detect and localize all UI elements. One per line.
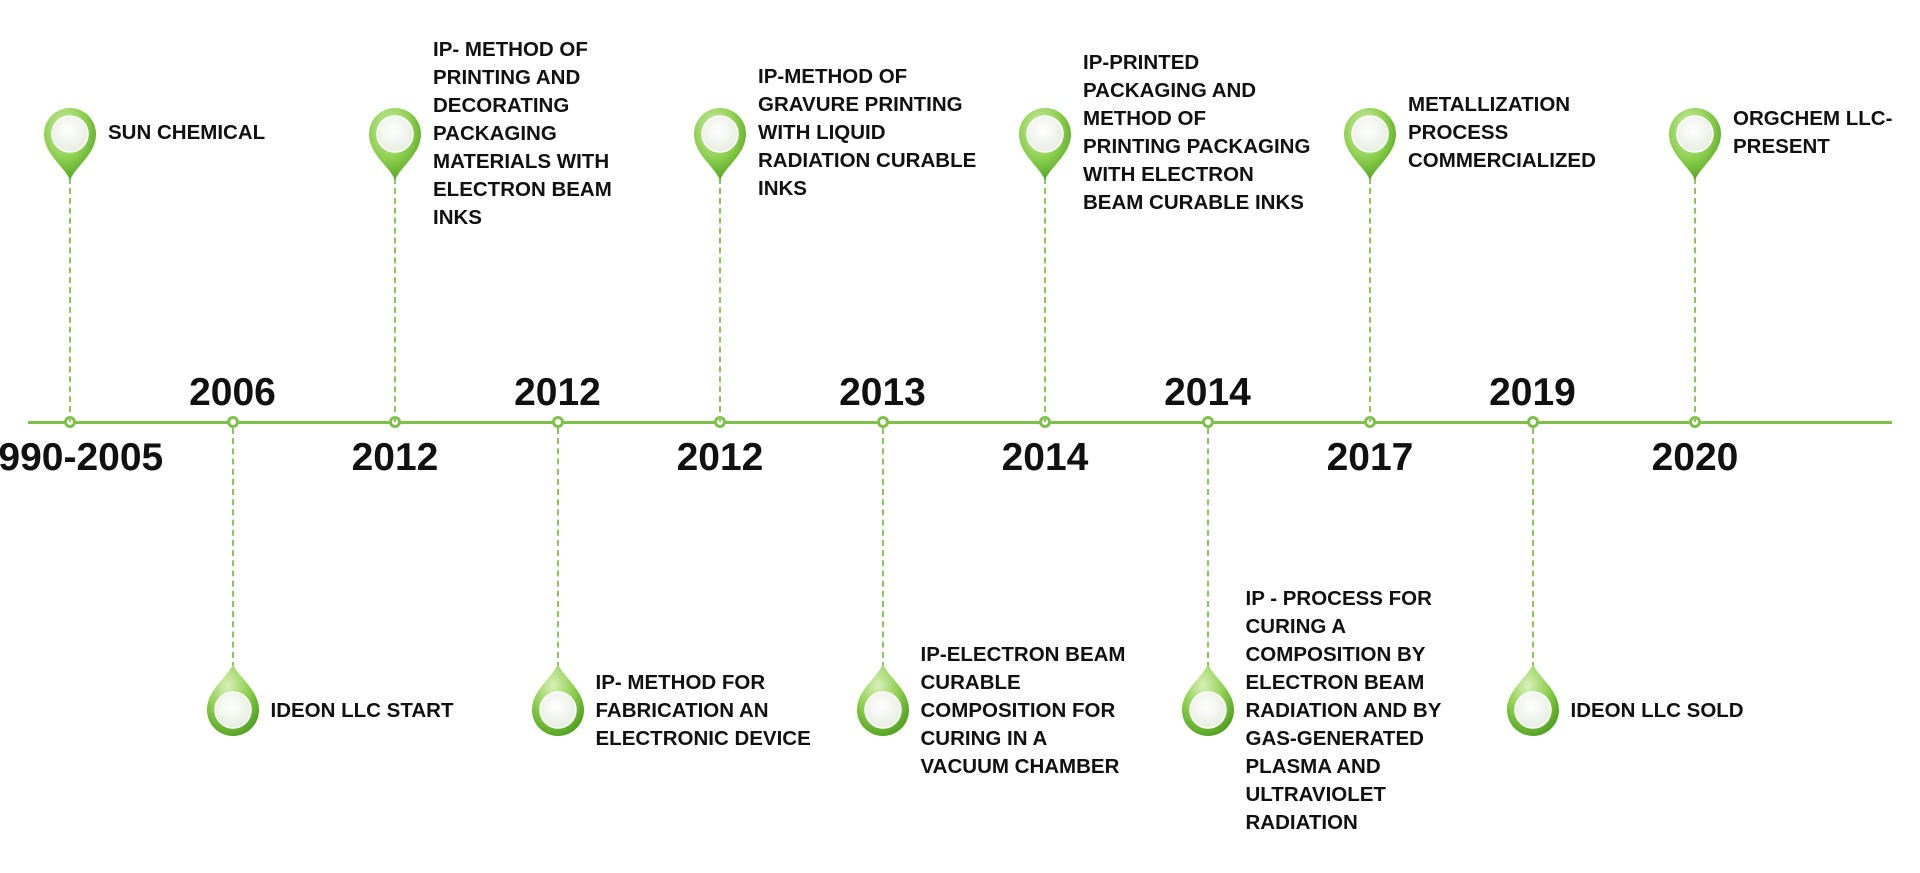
year-label: 2012: [351, 436, 439, 479]
event-label-line: PACKAGING: [433, 122, 557, 145]
event-label-line: ULTRAVIOLET: [1245, 783, 1386, 806]
year-label: 2013: [839, 371, 926, 414]
event-label-line: INKS: [433, 206, 482, 229]
event-label-line: ELECTRON BEAM: [433, 178, 612, 201]
event-label-line: MATERIALS WITH: [433, 150, 610, 173]
event-label-line: INKS: [758, 177, 807, 200]
year-label: 2014: [1001, 436, 1089, 479]
map-pin-icon: [203, 662, 263, 742]
connector-line: [556, 428, 559, 668]
event-label-line: PRINTING AND: [433, 66, 581, 89]
year-label: 1990-2005: [0, 436, 164, 479]
event-label-line: RADIATION: [1245, 811, 1358, 834]
event-label-line: METHOD OF: [1083, 107, 1206, 130]
event-label-line: SUN CHEMICAL: [108, 121, 266, 144]
map-pin-icon: [365, 102, 425, 182]
event-label-line: RADIATION AND BY: [1245, 699, 1442, 722]
map-pin-icon: [40, 102, 100, 182]
event-label: IP-ELECTRON BEAM CURABLE COMPOSITION FOR CU…: [921, 641, 1166, 781]
map-pin-icon: [1178, 662, 1238, 742]
connector-line: [69, 178, 71, 422]
year-label: 2020: [1651, 436, 1739, 479]
event-label-line: ORGCHEM LLC-: [1733, 107, 1893, 130]
event-label-line: PRESENT: [1733, 135, 1830, 158]
event-label-line: PRINTING PACKAGING: [1083, 135, 1311, 158]
connector-line: [1044, 178, 1046, 422]
event-label-line: ELECTRONIC DEVICE: [595, 727, 811, 750]
event-label: IP- METHOD FOR FABRICATION AN ELECTRONIC D…: [596, 669, 841, 753]
connector-line: [1206, 428, 1209, 668]
event-label-line: VACUUM CHAMBER: [920, 755, 1120, 778]
event-label-line: PROCESS: [1408, 121, 1509, 144]
event-label: IP - PROCESS FOR CURING A COMPOSITION BY EL…: [1246, 585, 1491, 837]
event-label: METALLIZATION PROCESS COMMERCIALIZED: [1408, 91, 1653, 175]
timeline-node: [1526, 416, 1539, 428]
event-label-line: IP-PRINTED: [1083, 51, 1200, 74]
event-label-line: METALLIZATION: [1408, 93, 1571, 116]
event-label-line: RADIATION CURABLE: [758, 149, 977, 172]
event-label-line: ELECTRON BEAM: [1245, 671, 1425, 694]
event-label-line: IDEON LLC START: [270, 699, 454, 722]
timeline-node: [876, 416, 889, 428]
event-label-line: IDEON LLC SOLD: [1570, 699, 1744, 722]
event-label: SUN CHEMICAL: [108, 119, 353, 147]
event-label: IP- METHOD OF PRINTING AND DECORATING PACKA…: [433, 36, 678, 232]
timeline-node: [551, 416, 564, 428]
event-label-line: IP-ELECTRON BEAM: [920, 643, 1126, 666]
event-label: IP-PRINTED PACKAGING AND METHOD OF PRINTING…: [1083, 49, 1328, 217]
event-label: ORGCHEM LLC- PRESENT: [1733, 105, 1920, 161]
connector-line: [394, 178, 396, 422]
event-label-line: COMPOSITION BY: [1245, 643, 1426, 666]
event-label-line: CURING A: [1245, 615, 1347, 638]
event-label-line: PLASMA AND: [1245, 755, 1381, 778]
event-label-line: WITH ELECTRON: [1083, 163, 1254, 186]
timeline-axis: [28, 421, 1892, 424]
map-pin-icon: [1015, 102, 1075, 182]
map-pin-icon: [1503, 662, 1563, 742]
event-label-line: CURABLE: [920, 671, 1021, 694]
event-label-line: GAS-GENERATED: [1245, 727, 1424, 750]
event-label: IDEON LLC START: [271, 697, 516, 725]
event-label-line: IP-METHOD OF: [758, 65, 908, 88]
timeline-node: [226, 416, 239, 428]
year-label: 2012: [676, 436, 764, 479]
year-label: 2014: [1164, 371, 1251, 414]
map-pin-icon: [528, 662, 588, 742]
event-label-line: COMPOSITION FOR: [920, 699, 1116, 722]
map-pin-icon: [1665, 102, 1725, 182]
year-label: 2019: [1489, 371, 1576, 414]
event-label-line: IP - PROCESS FOR: [1245, 587, 1432, 610]
connector-line: [881, 428, 884, 668]
year-label: 2006: [189, 371, 276, 414]
event-label-line: IP- METHOD OF: [433, 38, 588, 61]
event-label-line: GRAVURE PRINTING: [758, 93, 963, 116]
year-label: 2017: [1326, 436, 1414, 479]
year-label: 2012: [514, 371, 601, 414]
event-label-line: COMMERCIALIZED: [1408, 149, 1596, 172]
connector-line: [1531, 428, 1534, 668]
connector-line: [1694, 178, 1696, 422]
connector-line: [719, 178, 721, 422]
map-pin-icon: [690, 102, 750, 182]
event-label-line: IP- METHOD FOR: [595, 671, 766, 694]
map-pin-icon: [853, 662, 913, 742]
connector-line: [231, 428, 234, 668]
event-label-line: BEAM CURABLE INKS: [1083, 191, 1304, 214]
event-label-line: DECORATING: [433, 94, 570, 117]
connector-line: [1369, 178, 1371, 422]
event-label-line: WITH LIQUID: [758, 121, 886, 144]
event-label-line: FABRICATION AN: [595, 699, 769, 722]
timeline-node: [1201, 416, 1214, 428]
map-pin-icon: [1340, 102, 1400, 182]
event-label: IDEON LLC SOLD: [1571, 697, 1816, 725]
event-label: IP-METHOD OF GRAVURE PRINTING WITH LIQUID R…: [758, 63, 1003, 203]
event-label-line: CURING IN A: [920, 727, 1048, 750]
event-label-line: PACKAGING AND: [1083, 79, 1257, 102]
